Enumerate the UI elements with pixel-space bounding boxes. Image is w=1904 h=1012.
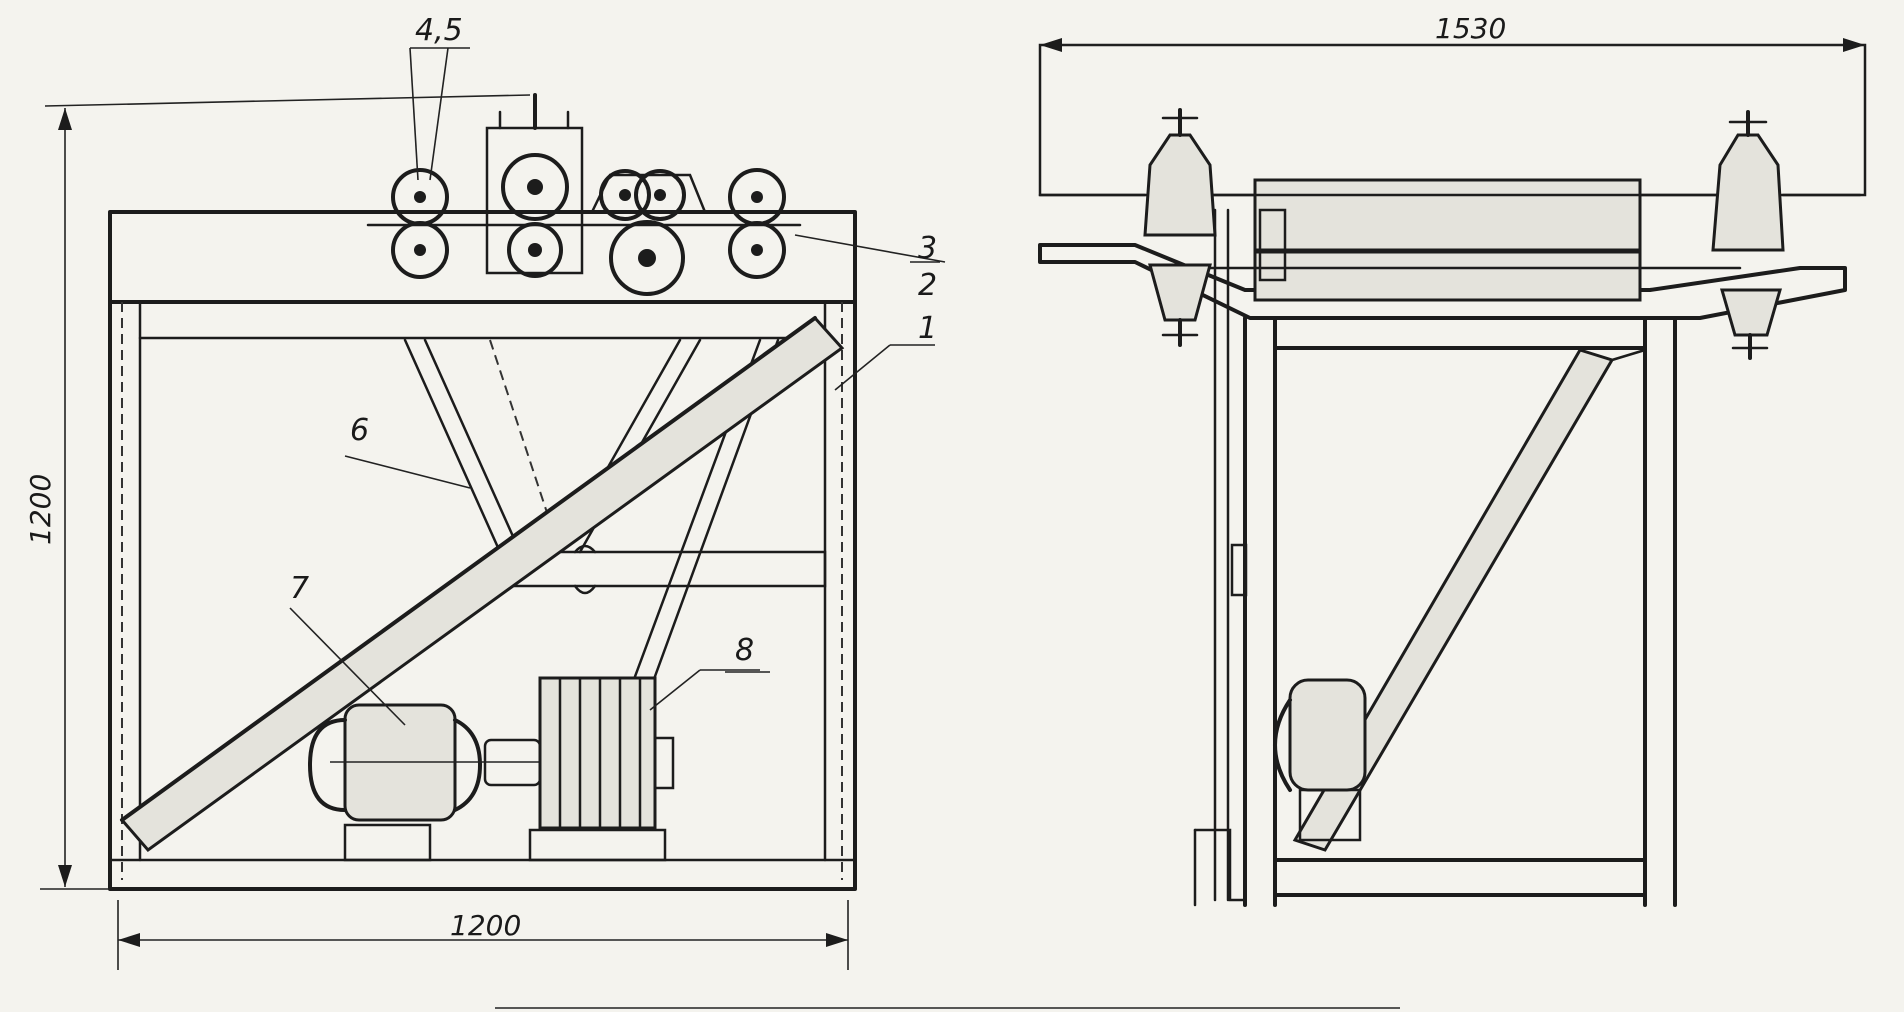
front-frame-outline [108,210,857,891]
front-brace-1b [423,338,522,554]
label-item-1: 1 [918,311,937,346]
front-brace-1a [403,338,502,554]
front-electric-motor [308,703,560,822]
label-item-7: 7 [290,571,309,606]
dimension-front-height-text: 1200 [24,474,57,545]
front-leaders [289,47,946,726]
front-chute-edge [120,316,817,822]
side-roll-upper [1253,178,1642,252]
side-chute-top [1610,348,1647,362]
side-foot [1193,828,1247,902]
side-right-housing [1038,110,1862,360]
front-roll-set [366,93,802,296]
front-reducer-foot [528,828,667,862]
side-roll-lower [1253,250,1642,302]
side-electric-motor [1273,678,1367,842]
side-drive-bracket [1258,208,1287,282]
front-motor-foot [343,823,432,862]
front-diagonal-chute [119,315,845,853]
label-item-4-5: 4,5 [415,13,463,48]
front-middle-beam [508,550,827,588]
front-view [108,93,857,891]
front-gear-reducer [538,676,675,830]
front-brace-2 [489,339,561,553]
label-item-6: 6 [350,413,369,448]
side-drive-clamp [1230,543,1248,597]
front-beam-bracket [573,544,597,595]
label-item-8: 8 [735,633,754,668]
dimension-front-height [40,94,531,890]
dimension-side-arrow-left [1040,38,1062,52]
dimension-side-length-text: 1530 [1435,12,1506,45]
dimension-side-arrow-right [1843,38,1865,52]
label-item-2: 2 [918,268,937,303]
dimension-front-width [117,900,849,970]
side-view [1038,38,1867,907]
label-item-3: 3 [918,231,937,266]
side-left-housing [1143,108,1217,347]
side-roll-stand-table [1038,243,1847,320]
dimension-front-width-text: 1200 [450,909,521,942]
